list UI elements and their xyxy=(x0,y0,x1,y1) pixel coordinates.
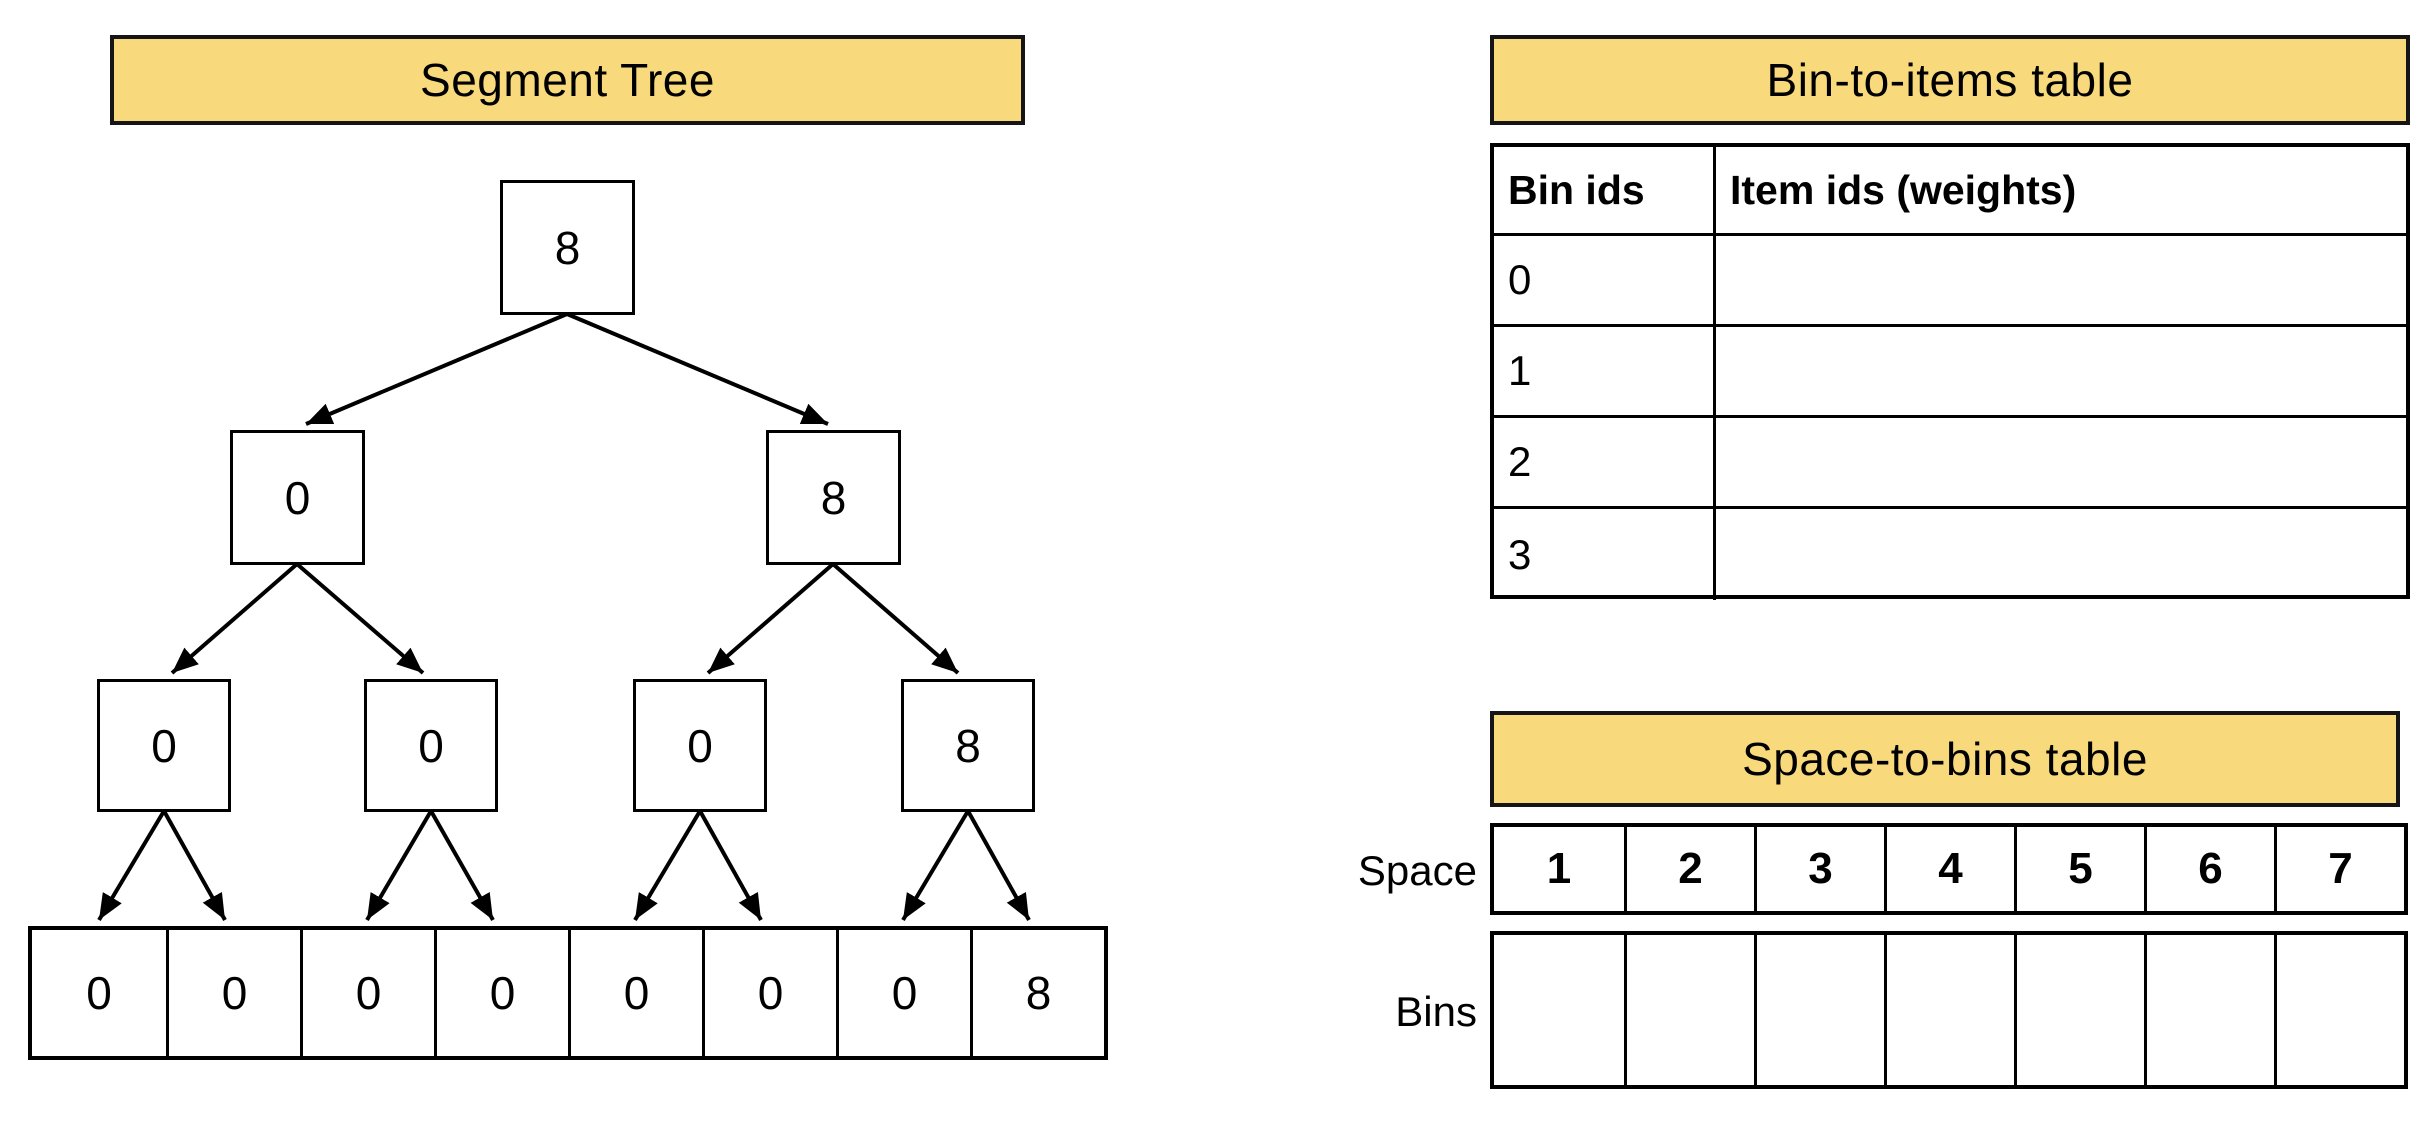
leaf-cell-5: 0 xyxy=(702,930,836,1056)
space-value: 6 xyxy=(2198,844,2223,893)
bin-ids-header: Bin ids xyxy=(1494,147,1716,236)
leaf-value: 8 xyxy=(1025,967,1052,1019)
tree-node-l3-1: 0 xyxy=(364,679,498,812)
leaf-cell-2: 0 xyxy=(300,930,434,1056)
tree-node-value: 0 xyxy=(418,719,444,772)
space-value: 5 xyxy=(2068,844,2093,893)
space-cell-3: 3 xyxy=(1754,827,1884,911)
tree-node-value: 8 xyxy=(955,719,981,772)
bins-cell-3 xyxy=(1754,935,1884,1085)
space-cell-5: 5 xyxy=(2014,827,2144,911)
space-value: 1 xyxy=(1546,844,1572,893)
tree-node-value: 8 xyxy=(554,221,581,274)
leaf-value: 0 xyxy=(355,967,382,1019)
leaf-cell-6: 0 xyxy=(836,930,970,1056)
bin-id: 1 xyxy=(1508,347,1532,394)
leaf-value: 0 xyxy=(489,967,516,1019)
leaf-value: 0 xyxy=(623,967,650,1019)
bin-to-items-table: Bin ids Item ids (weights) 0 1 2 3 xyxy=(1490,143,2410,600)
bins-cell-6 xyxy=(2144,935,2274,1085)
leaf-value: 0 xyxy=(757,967,784,1019)
tree-node-l3-3: 8 xyxy=(901,679,1035,812)
leaf-cell-0: 0 xyxy=(32,930,166,1056)
tree-leaf-array: 0 0 0 0 0 0 0 8 xyxy=(28,926,1108,1060)
space-row-label: Space xyxy=(1317,847,1477,895)
header-label: Bin ids xyxy=(1508,166,1645,213)
bin-id-cell-3: 3 xyxy=(1494,509,1716,600)
segment-tree-title-label: Segment Tree xyxy=(420,54,715,106)
tree-node-root: 8 xyxy=(500,180,635,315)
bins-cell-1 xyxy=(1494,935,1624,1085)
tree-node-value: 0 xyxy=(151,719,177,772)
leaf-cell-7: 8 xyxy=(970,930,1104,1056)
bin-id: 2 xyxy=(1508,438,1532,485)
items-cell-2 xyxy=(1716,418,2406,509)
tree-node-l2-1: 8 xyxy=(766,430,901,565)
space-to-bins-title: Space-to-bins table xyxy=(1490,711,2400,807)
bins-cell-4 xyxy=(1884,935,2014,1085)
items-cell-3 xyxy=(1716,509,2406,600)
segment-tree-title: Segment Tree xyxy=(110,35,1025,125)
tree-node-value: 0 xyxy=(687,719,713,772)
bin-id: 0 xyxy=(1508,256,1532,303)
leaf-value: 0 xyxy=(86,967,112,1019)
bin-to-items-title-label: Bin-to-items table xyxy=(1766,54,2134,106)
items-cell-1 xyxy=(1716,327,2406,418)
tree-node-l2-0: 0 xyxy=(230,430,365,565)
space-cell-1: 1 xyxy=(1494,827,1624,911)
bins-cell-5 xyxy=(2014,935,2144,1085)
leaf-cell-3: 0 xyxy=(434,930,568,1056)
bin-id-cell-1: 1 xyxy=(1494,327,1716,418)
bin-to-items-title: Bin-to-items table xyxy=(1490,35,2410,125)
bin-id-cell-0: 0 xyxy=(1494,236,1716,327)
tree-node-l3-2: 0 xyxy=(633,679,767,812)
header-label: Item ids (weights) xyxy=(1730,166,2077,213)
space-to-bins-title-label: Space-to-bins table xyxy=(1742,733,2148,785)
leaf-cell-1: 0 xyxy=(166,930,300,1056)
tree-node-l3-0: 0 xyxy=(97,679,231,812)
space-label-text: Space xyxy=(1357,847,1477,894)
bin-id-cell-2: 2 xyxy=(1494,418,1716,509)
space-value: 4 xyxy=(1938,844,1963,893)
space-value: 3 xyxy=(1808,844,1833,893)
bin-id: 3 xyxy=(1508,530,1532,578)
bins-cell-2 xyxy=(1624,935,1754,1085)
space-value: 7 xyxy=(2328,844,2353,893)
tree-edge-arrows xyxy=(97,312,1031,922)
tree-node-value: 0 xyxy=(284,471,311,524)
bins-cell-7 xyxy=(2274,935,2404,1085)
space-cell-2: 2 xyxy=(1624,827,1754,911)
space-row: 1 2 3 4 5 6 7 xyxy=(1490,823,2408,915)
leaf-cell-4: 0 xyxy=(568,930,702,1056)
space-cell-6: 6 xyxy=(2144,827,2274,911)
bins-row-label: Bins xyxy=(1317,988,1477,1036)
leaf-value: 0 xyxy=(891,967,918,1019)
item-ids-header: Item ids (weights) xyxy=(1716,147,2406,236)
space-cell-7: 7 xyxy=(2274,827,2404,911)
bins-row xyxy=(1490,931,2408,1089)
tree-node-value: 8 xyxy=(820,471,847,524)
space-value: 2 xyxy=(1678,844,1703,893)
leaf-value: 0 xyxy=(221,967,248,1019)
space-cell-4: 4 xyxy=(1884,827,2014,911)
items-cell-0 xyxy=(1716,236,2406,327)
bins-label-text: Bins xyxy=(1395,988,1477,1035)
